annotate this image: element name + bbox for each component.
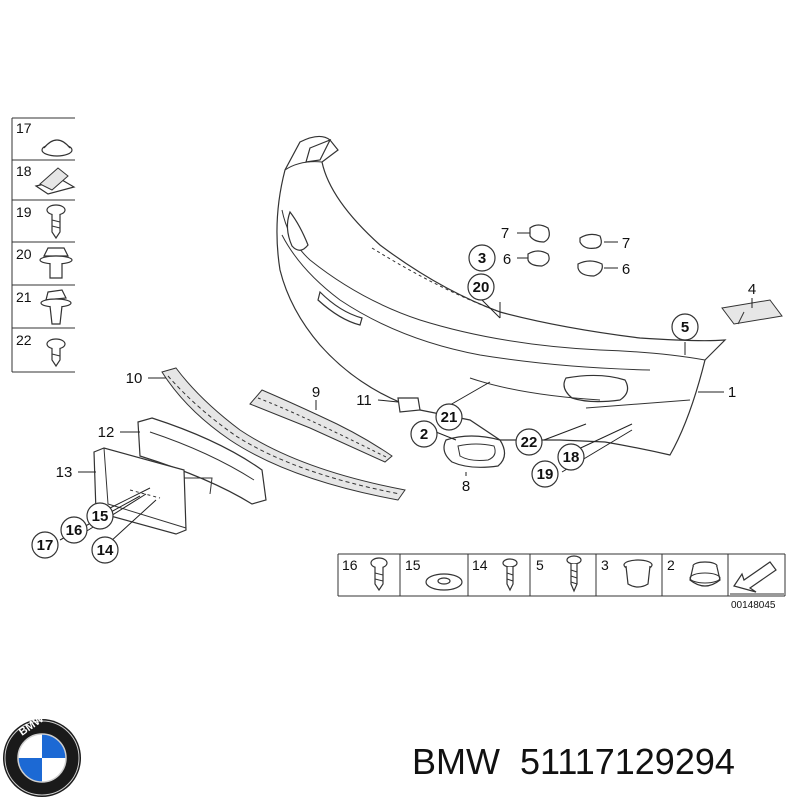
callout-6: 6	[503, 251, 511, 268]
callout-7: 7	[622, 235, 630, 252]
small-part-6-right	[577, 260, 603, 277]
callout-11: 11	[356, 392, 372, 409]
callout-22: 22	[515, 428, 543, 456]
callout-19: 19	[531, 460, 559, 488]
svg-text:3: 3	[478, 250, 486, 267]
side-legend-number: 21	[16, 289, 32, 305]
callout-17: 17	[31, 531, 59, 559]
bracket-part-4	[721, 299, 783, 325]
callout-1: 1	[728, 384, 736, 401]
bottom-legend-number: 2	[667, 557, 675, 573]
svg-text:18: 18	[563, 449, 580, 466]
side-legend-number: 20	[16, 246, 32, 262]
bumper-cover	[276, 135, 727, 456]
svg-text:2: 2	[420, 426, 428, 443]
expansion-rivet-icon	[40, 289, 72, 325]
side-legend-number: 18	[16, 163, 32, 179]
side-legend-number: 19	[16, 204, 32, 220]
diagram-code: 00148045	[731, 600, 776, 611]
callout-6: 6	[622, 261, 630, 278]
bottom-legend-number: 16	[342, 557, 358, 573]
side-legend-number: 22	[16, 332, 32, 348]
callout-3: 3	[468, 244, 496, 272]
lower-grille-strip	[161, 367, 406, 501]
callout-7: 7	[501, 225, 509, 242]
svg-text:21: 21	[441, 409, 458, 426]
bottom-legend-number: 14	[472, 557, 488, 573]
bottom-legend-number: 5	[536, 557, 544, 573]
svg-text:16: 16	[66, 522, 83, 539]
bmw-logo-icon: BMW	[3, 713, 81, 797]
callouts-plain: 7 7 6 6 4 1 9 10 11 12 13 8	[56, 225, 757, 495]
part-caption: BMW 51117129294	[412, 741, 735, 782]
svg-text:14: 14	[97, 542, 114, 559]
callouts-circled: 3 20 5 21 2 22 18 19	[31, 244, 699, 564]
callout-2: 2	[410, 420, 438, 448]
svg-text:5: 5	[681, 319, 689, 336]
direction-arrow-icon	[730, 561, 784, 595]
screw-icon	[566, 555, 582, 593]
grille-insert	[249, 389, 393, 463]
svg-text:20: 20	[473, 279, 490, 296]
washer-icon	[425, 573, 463, 591]
callout-18: 18	[557, 443, 585, 471]
callout-4: 4	[748, 281, 756, 298]
callout-10: 10	[126, 370, 143, 387]
small-part-7-right	[579, 233, 602, 249]
svg-text:22: 22	[521, 434, 538, 451]
clip-nut-icon	[34, 167, 76, 195]
small-part-7-left	[529, 224, 550, 243]
callout-20: 20	[467, 273, 495, 301]
collar-nut-icon	[39, 247, 73, 279]
side-legend-number: 17	[16, 120, 32, 136]
grommet-icon	[41, 139, 73, 157]
bottom-legend: 16 15 14 5 3	[337, 553, 786, 611]
side-legend: 17 18 19 20 21 22	[11, 117, 76, 373]
part-number: 51117129294	[520, 741, 735, 782]
svg-text:15: 15	[92, 508, 109, 525]
plug-icon	[623, 559, 653, 588]
svg-text:17: 17	[37, 537, 54, 554]
callout-13: 13	[56, 464, 73, 481]
short-screw-icon	[46, 338, 66, 368]
brand-name: BMW	[412, 741, 500, 782]
bottom-legend-number: 3	[601, 557, 609, 573]
bottom-legend-number: 15	[405, 557, 421, 573]
callout-21: 21	[435, 403, 463, 431]
plug-icon	[689, 561, 721, 587]
screw-icon	[502, 558, 518, 592]
callout-12: 12	[98, 424, 115, 441]
svg-text:19: 19	[537, 466, 554, 483]
fog-lamp-cover	[443, 435, 506, 468]
screw-icon	[46, 204, 66, 240]
callout-8: 8	[462, 478, 470, 495]
small-part-6-left	[527, 250, 550, 267]
callout-9: 9	[312, 384, 320, 401]
screw-icon	[370, 557, 388, 592]
callout-5: 5	[671, 313, 699, 341]
callout-15: 15	[86, 502, 114, 530]
callout-16: 16	[60, 516, 88, 544]
tow-eye-cap	[397, 397, 421, 413]
callout-14: 14	[91, 536, 119, 564]
